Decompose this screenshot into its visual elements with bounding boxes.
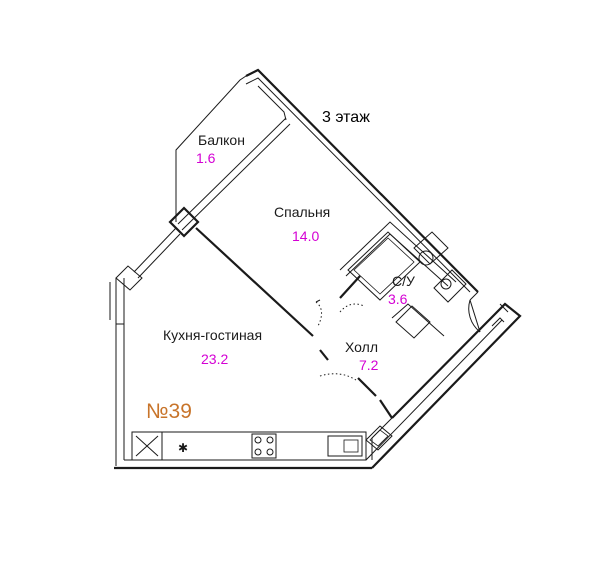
washer (395, 305, 431, 339)
room-area-hall: 7.2 (359, 357, 379, 373)
svg-text:✱: ✱ (178, 441, 188, 455)
outer-walls (109, 68, 522, 470)
room-area-bathroom: 3.6 (388, 291, 408, 307)
kitchen-counter: ✱ (131, 431, 367, 461)
interior-walls (195, 221, 457, 460)
apartment-number: №39 (146, 400, 192, 423)
room-name-bathroom: С/У (392, 273, 415, 289)
floor-label: 3 этаж (322, 109, 370, 126)
room-name-balcony: Балкон (198, 132, 245, 148)
room-area-kitchen-living: 23.2 (201, 351, 228, 367)
hall-cabinet (365, 425, 393, 451)
room-name-hall: Холл (345, 339, 378, 355)
room-area-balcony: 1.6 (196, 150, 216, 166)
doors (315, 299, 505, 381)
bathtub (347, 231, 421, 301)
room-name-bedroom: Спальня (274, 204, 330, 220)
toilet (413, 231, 449, 266)
room-name-kitchen-living: Кухня-гостиная (163, 327, 262, 343)
room-area-bedroom: 14.0 (292, 228, 319, 244)
sink (433, 269, 467, 303)
